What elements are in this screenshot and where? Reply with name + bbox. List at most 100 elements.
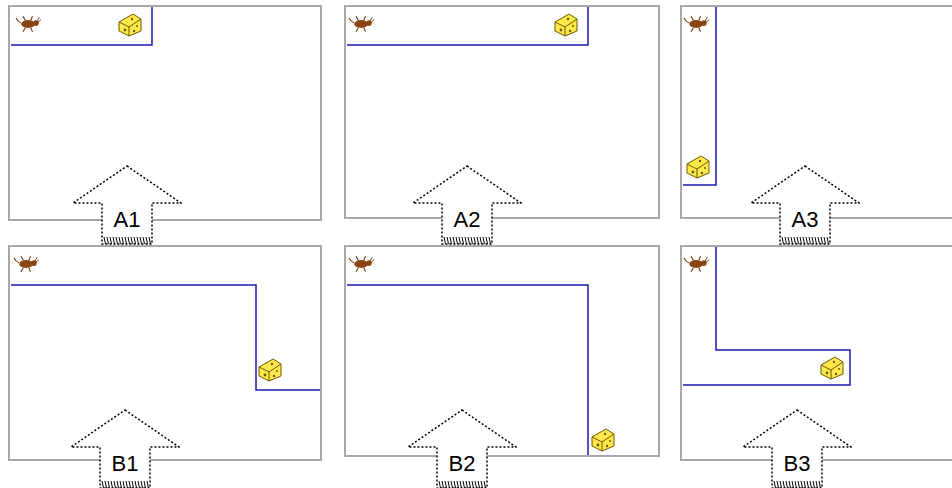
arrow-hatch <box>786 481 788 488</box>
arrow-outline <box>750 165 860 245</box>
arrow-hatch <box>801 481 803 488</box>
panel-frame <box>9 246 321 460</box>
arrow-hatch <box>135 481 137 488</box>
arrow-hatch <box>468 237 470 244</box>
arrow-hatch <box>113 237 115 244</box>
arrow-hatch <box>812 237 814 244</box>
arrow-hatch <box>788 237 790 244</box>
arrow-hatch <box>819 481 821 488</box>
arrow-outline <box>742 409 852 488</box>
arrow-hatch <box>116 237 118 244</box>
arrow-hatch <box>108 481 110 488</box>
pointer-arrow: B2 <box>407 409 517 488</box>
arrow-hatch <box>122 237 124 244</box>
arrow-hatch <box>483 237 485 244</box>
arrow-hatch <box>456 237 458 244</box>
arrow-hatch <box>782 237 784 244</box>
cheese-icon <box>259 359 281 381</box>
arrow-hatch <box>472 481 474 488</box>
corridor-wall <box>683 7 716 185</box>
corridor-wall <box>11 285 320 390</box>
pointer-arrow: A3 <box>750 165 860 245</box>
pointer-arrow: A2 <box>412 165 522 245</box>
arrow-hatch <box>806 237 808 244</box>
arrow-hatch <box>469 481 471 488</box>
arrow-hatch <box>138 481 140 488</box>
arrow-hatch <box>149 237 151 244</box>
arrow-hatch <box>804 481 806 488</box>
arrow-hatch <box>475 481 477 488</box>
corridor-wall <box>683 247 850 385</box>
arrow-hatch <box>146 237 148 244</box>
panel-frame <box>345 246 659 456</box>
panel-label: A2 <box>454 209 481 231</box>
arrow-hatch <box>809 237 811 244</box>
arrow-shape <box>73 166 181 244</box>
arrow-hatch <box>439 481 441 488</box>
cheese-icon <box>592 429 614 451</box>
arrow-hatch <box>486 237 488 244</box>
arrow-hatch <box>462 237 464 244</box>
arrow-hatch <box>783 481 785 488</box>
arrow-hatch <box>478 481 480 488</box>
mouse-icon <box>349 16 374 32</box>
arrow-hatch <box>447 237 449 244</box>
arrow-hatch <box>818 237 820 244</box>
corridor-wall <box>11 7 152 45</box>
arrow-hatch <box>131 237 133 244</box>
cheese-icon <box>687 156 709 178</box>
panel-frame <box>9 6 321 220</box>
arrow-shape <box>408 410 516 488</box>
arrow-hatch <box>448 481 450 488</box>
arrow-hatch <box>791 237 793 244</box>
arrow-shape <box>751 166 859 244</box>
cheese-icon <box>119 14 141 36</box>
mouse-icon <box>684 16 709 32</box>
arrow-hatch <box>445 481 447 488</box>
arrow-hatch <box>481 481 483 488</box>
panel-label: A1 <box>114 209 141 231</box>
arrow-hatch <box>129 481 131 488</box>
arrow-hatch <box>457 481 459 488</box>
arrow-hatch <box>144 481 146 488</box>
arrow-hatch <box>125 237 127 244</box>
arrow-hatch <box>120 481 122 488</box>
panel-label: B1 <box>112 453 139 475</box>
arrow-hatch <box>442 481 444 488</box>
arrow-hatch <box>803 237 805 244</box>
arrow-hatch <box>785 237 787 244</box>
arrow-hatch <box>810 481 812 488</box>
arrow-hatch <box>454 481 456 488</box>
arrow-hatch <box>126 481 128 488</box>
arrow-hatch <box>132 481 134 488</box>
arrow-hatch <box>137 237 139 244</box>
arrow-shape <box>743 410 851 488</box>
arrow-hatch <box>141 481 143 488</box>
arrow-hatch <box>821 237 823 244</box>
arrow-hatch <box>102 481 104 488</box>
arrow-hatch <box>107 237 109 244</box>
arrow-hatch <box>797 237 799 244</box>
arrow-hatch <box>489 237 491 244</box>
arrow-hatch <box>774 481 776 488</box>
arrow-hatch <box>827 237 829 244</box>
arrow-hatch <box>777 481 779 488</box>
mouse-icon <box>14 256 39 272</box>
arrow-shape <box>71 410 179 488</box>
arrow-hatch <box>815 237 817 244</box>
panel-frame <box>345 6 659 218</box>
arrow-hatch <box>463 481 465 488</box>
arrow-hatch <box>794 237 796 244</box>
arrow-hatch <box>792 481 794 488</box>
arrow-hatch <box>798 481 800 488</box>
arrow-hatch <box>789 481 791 488</box>
arrow-hatch <box>453 237 455 244</box>
arrow-hatch <box>119 237 121 244</box>
arrow-outline <box>412 165 522 245</box>
arrow-hatch <box>104 237 106 244</box>
panel-label: B3 <box>784 453 811 475</box>
arrow-hatch <box>134 237 136 244</box>
arrow-hatch <box>444 237 446 244</box>
arrow-hatch <box>795 481 797 488</box>
arrow-hatch <box>111 481 113 488</box>
